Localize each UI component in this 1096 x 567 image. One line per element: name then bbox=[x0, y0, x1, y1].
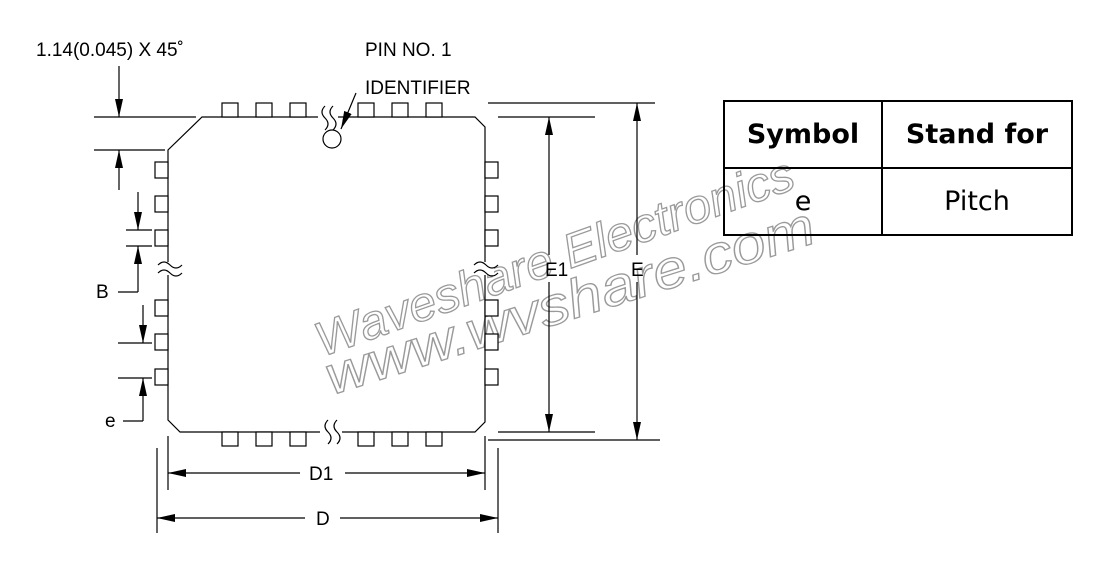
break-mark-top bbox=[329, 105, 337, 131]
table-cell-stand-for: Pitch bbox=[881, 167, 1073, 236]
pin1-identifier-circle bbox=[322, 129, 342, 149]
pin bbox=[154, 161, 169, 179]
d1-label: D1 bbox=[309, 464, 333, 485]
pin bbox=[154, 368, 169, 386]
chamfer-label: 1.14(0.045) X 45˚ bbox=[36, 40, 184, 61]
pin bbox=[154, 195, 169, 213]
e-label: e bbox=[105, 411, 116, 432]
break-mark-left bbox=[157, 269, 183, 277]
pin bbox=[391, 431, 409, 447]
pin bbox=[484, 299, 499, 317]
break-mark-right bbox=[473, 269, 499, 277]
break-mark-left bbox=[157, 261, 183, 269]
top-pins bbox=[221, 102, 443, 118]
dimension-lines bbox=[115, 66, 641, 522]
break-gap-top bbox=[318, 111, 338, 123]
break-mark-bottom bbox=[324, 419, 332, 445]
pin bbox=[154, 229, 169, 247]
break-gap-left bbox=[161, 262, 179, 275]
table-header-row: Symbol Stand for bbox=[723, 100, 1073, 169]
table-header-symbol: Symbol bbox=[723, 100, 883, 169]
E-label: E bbox=[631, 260, 644, 281]
pin1-label-line1: PIN NO. 1 bbox=[365, 40, 452, 61]
break-marks bbox=[157, 105, 499, 445]
break-gap-right bbox=[476, 262, 494, 275]
pin bbox=[484, 368, 499, 386]
break-mark-right bbox=[473, 261, 499, 269]
symbol-table: Symbol Stand for e Pitch bbox=[723, 100, 1073, 236]
pin bbox=[357, 102, 375, 118]
e1-label: E1 bbox=[545, 260, 568, 281]
pin bbox=[289, 431, 307, 447]
table-header-stand-for: Stand for bbox=[881, 100, 1073, 169]
pin1-label-line2: IDENTIFIER bbox=[365, 78, 471, 99]
b-label: B bbox=[96, 282, 109, 303]
pin bbox=[484, 195, 499, 213]
pin bbox=[255, 431, 273, 447]
pin bbox=[289, 102, 307, 118]
pin bbox=[357, 431, 375, 447]
left-pins bbox=[154, 161, 169, 386]
pin bbox=[221, 431, 239, 447]
pin bbox=[484, 161, 499, 179]
pin bbox=[255, 102, 273, 118]
table-cell-symbol: e bbox=[723, 167, 883, 236]
extension-lines bbox=[94, 102, 660, 533]
pin bbox=[484, 333, 499, 351]
pin bbox=[154, 333, 169, 351]
pin1-identifier-arrow bbox=[340, 92, 357, 130]
break-mark-bottom bbox=[333, 419, 341, 445]
pin bbox=[154, 299, 169, 317]
right-pins bbox=[484, 161, 499, 386]
bottom-pins bbox=[221, 431, 443, 447]
pin bbox=[425, 102, 443, 118]
D-label: D bbox=[316, 509, 330, 530]
table-row: e Pitch bbox=[723, 167, 1073, 236]
pin bbox=[484, 229, 499, 247]
pin bbox=[425, 431, 443, 447]
break-mark-top bbox=[321, 105, 329, 131]
pin bbox=[391, 102, 409, 118]
pin bbox=[221, 102, 239, 118]
